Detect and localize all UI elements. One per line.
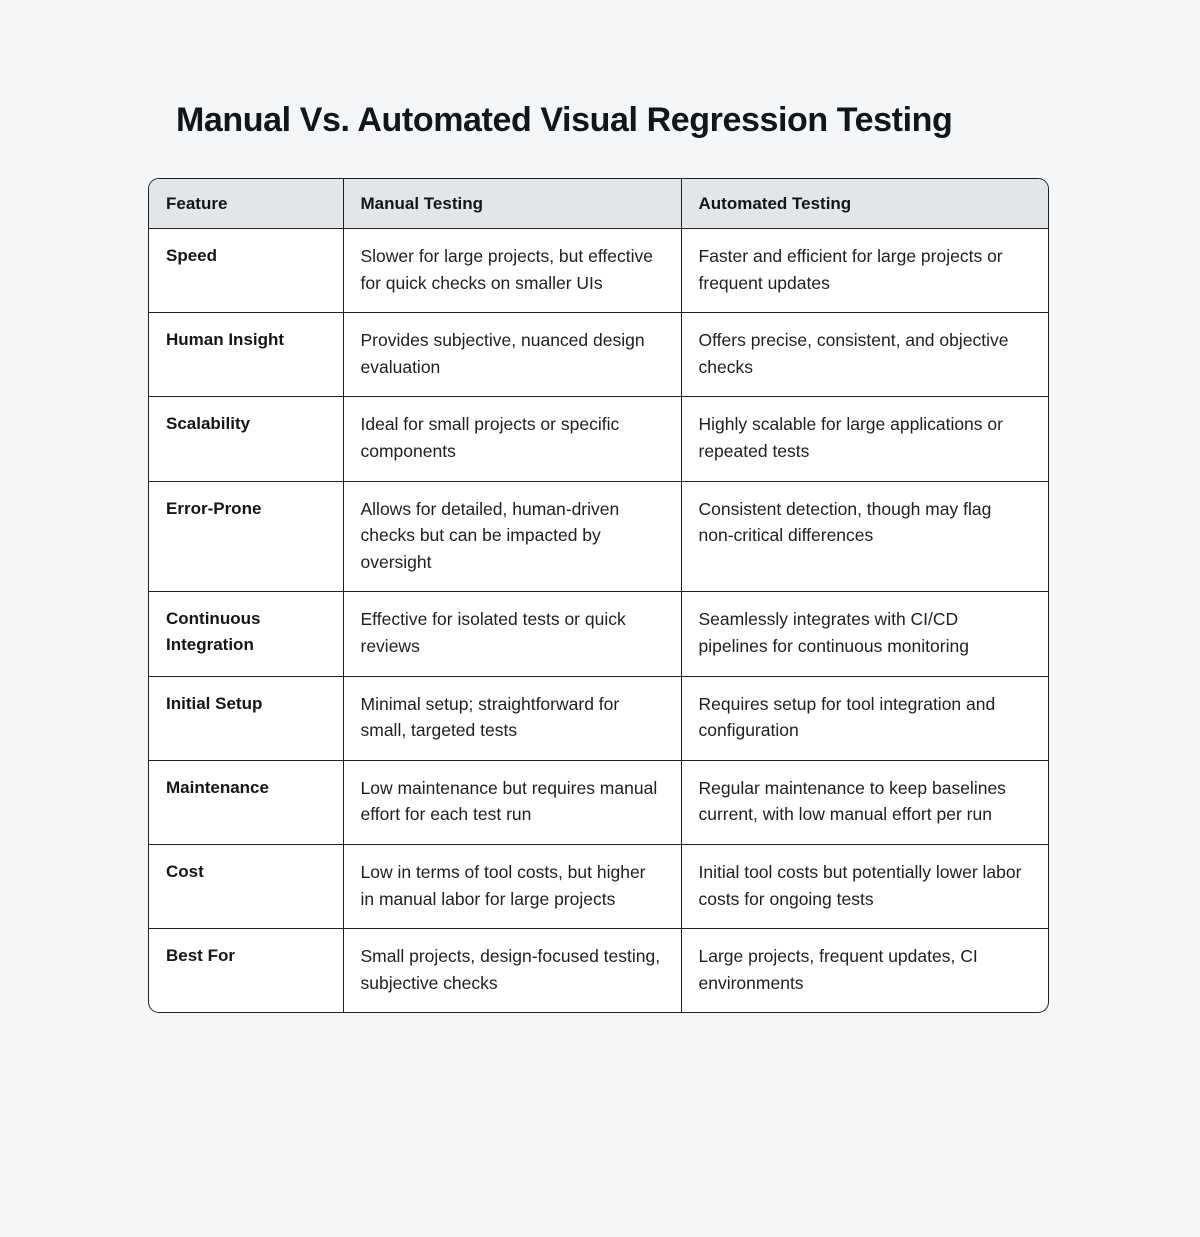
cell-manual: Ideal for small projects or specific com…	[343, 396, 682, 482]
table-row: Cost Low in terms of tool costs, but hig…	[149, 844, 1048, 930]
cell-automated: Requires setup for tool integration and …	[681, 676, 1048, 761]
table-row: Continuous Integration Effective for iso…	[149, 591, 1048, 677]
comparison-table-container: Feature Manual Testing Automated Testing…	[148, 178, 1049, 1014]
comparison-table: Feature Manual Testing Automated Testing…	[149, 179, 1048, 1013]
cell-feature: Initial Setup	[149, 676, 344, 761]
page-title: Manual Vs. Automated Visual Regression T…	[176, 100, 953, 139]
cell-manual: Minimal setup; straightforward for small…	[343, 676, 682, 761]
cell-automated: Offers precise, consistent, and objectiv…	[681, 312, 1048, 398]
table-row: Human Insight Provides subjective, nuanc…	[149, 312, 1048, 398]
column-header-feature: Feature	[149, 179, 344, 230]
cell-automated: Highly scalable for large applications o…	[681, 396, 1048, 482]
cell-feature: Continuous Integration	[149, 591, 344, 677]
cell-automated: Seamlessly integrates with CI/CD pipelin…	[681, 591, 1048, 677]
table-row: Best For Small projects, design-focused …	[149, 928, 1048, 1013]
cell-automated: Faster and efficient for large projects …	[681, 228, 1048, 314]
table-row: Maintenance Low maintenance but requires…	[149, 760, 1048, 846]
table-row: Speed Slower for large projects, but eff…	[149, 228, 1048, 314]
cell-manual: Low maintenance but requires manual effo…	[343, 760, 682, 846]
cell-manual: Provides subjective, nuanced design eval…	[343, 312, 682, 398]
cell-feature: Scalability	[149, 396, 344, 482]
cell-manual: Effective for isolated tests or quick re…	[343, 591, 682, 677]
table-header: Feature Manual Testing Automated Testing	[149, 179, 1048, 230]
table-header-row: Feature Manual Testing Automated Testing	[149, 179, 1048, 230]
cell-manual: Low in terms of tool costs, but higher i…	[343, 844, 682, 930]
cell-manual: Small projects, design-focused testing, …	[343, 928, 682, 1013]
cell-feature: Best For	[149, 928, 344, 1013]
table-row: Error-Prone Allows for detailed, human-d…	[149, 481, 1048, 593]
column-header-automated: Automated Testing	[681, 179, 1048, 230]
cell-feature: Maintenance	[149, 760, 344, 846]
table-row: Initial Setup Minimal setup; straightfor…	[149, 676, 1048, 761]
table-row: Scalability Ideal for small projects or …	[149, 396, 1048, 482]
column-header-manual: Manual Testing	[343, 179, 682, 230]
cell-feature: Cost	[149, 844, 344, 930]
cell-automated: Regular maintenance to keep baselines cu…	[681, 760, 1048, 846]
cell-manual: Allows for detailed, human-driven checks…	[343, 481, 682, 593]
cell-automated: Large projects, frequent updates, CI env…	[698, 946, 978, 993]
cell-feature: Error-Prone	[149, 481, 344, 593]
cell-feature: Human Insight	[149, 312, 344, 398]
cell-manual: Slower for large projects, but effective…	[343, 228, 682, 314]
cell-automated: Consistent detection, though may flag no…	[681, 481, 1048, 593]
cell-feature: Speed	[149, 228, 344, 314]
cell-automated: Initial tool costs but potentially lower…	[681, 844, 1048, 930]
table-body: Speed Slower for large projects, but eff…	[149, 228, 1048, 1013]
